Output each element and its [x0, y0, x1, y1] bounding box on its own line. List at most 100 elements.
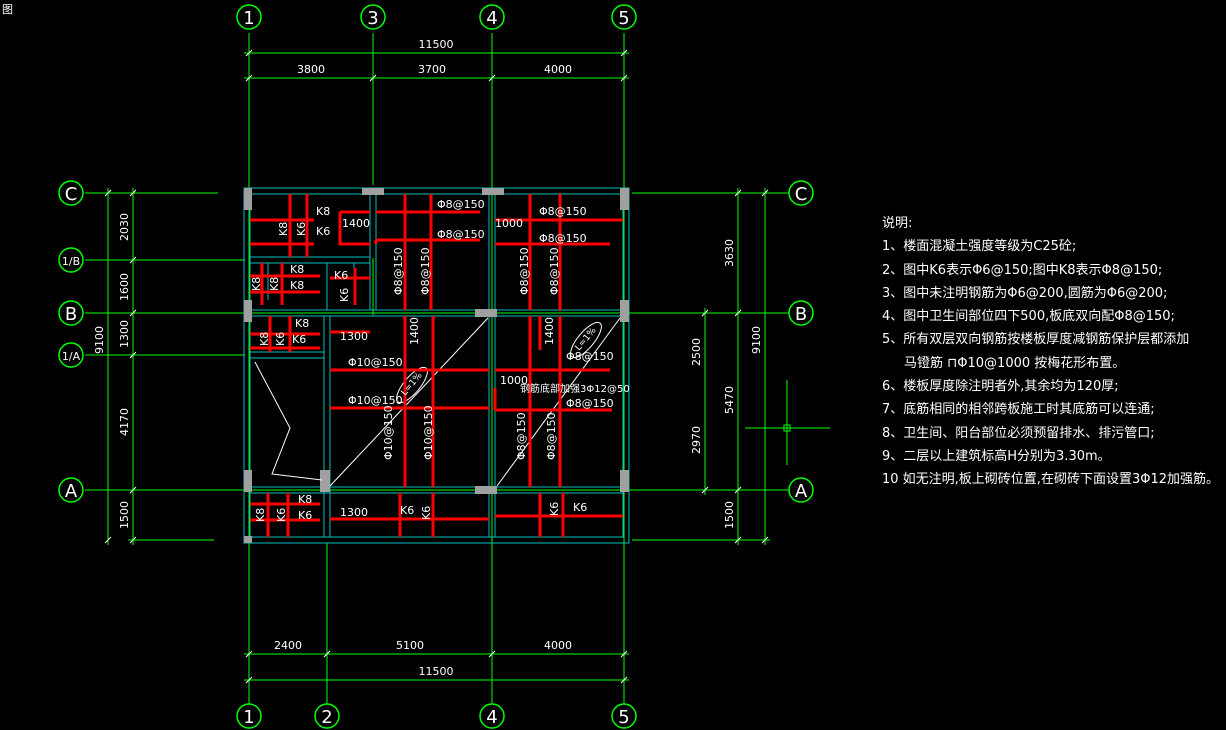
label-k8: K8 — [298, 493, 312, 506]
dim-left-span-5: 1500 — [118, 501, 131, 529]
axis-left-b: B — [65, 304, 77, 325]
label-phi8: Φ8@150 — [539, 232, 587, 245]
label-phi8: Φ8@150 — [437, 198, 485, 211]
dim-bottom-span-2: 5100 — [396, 639, 424, 652]
label-1300: 1300 — [340, 330, 368, 343]
axis-left-1b: 1/B — [62, 255, 80, 268]
label-phi10: Φ10@150 — [348, 356, 403, 369]
note-item: 7、底筋相同的相邻跨板施工时其底筋可以连通; — [882, 402, 1155, 418]
dim-right-sub-2: 2970 — [690, 426, 703, 454]
dim-bottom-span-3: 4000 — [544, 639, 572, 652]
note-item: 2、图中K6表示Φ6@150;图中K8表示Φ8@150; — [882, 262, 1163, 278]
label-phi8: Φ8@150 — [566, 350, 614, 363]
label-k8: K8 — [268, 277, 281, 291]
label-phi10: Φ10@150 — [382, 405, 395, 460]
label-phi8: Φ8@150 — [566, 397, 614, 410]
label-phi8: Φ8@150 — [515, 412, 528, 460]
label-1400: 1400 — [543, 317, 556, 345]
axis-bottom-4: 4 — [486, 707, 497, 728]
label-k6: K6 — [548, 502, 561, 516]
label-1400: 1400 — [408, 317, 421, 345]
dim-left-span-2: 1600 — [118, 273, 131, 301]
label-phi8: Φ8@150 — [539, 205, 587, 218]
dim-right-total: 9100 — [750, 326, 763, 354]
label-k6: K6 — [292, 333, 306, 346]
label-1300: 1300 — [340, 506, 368, 519]
dim-right-inner-1: 3630 — [723, 239, 736, 267]
general-notes: 说明: 1、楼面混凝土强度等级为C25砼; 2、图中K6表示Φ6@150;图中K… — [882, 212, 1219, 492]
label-k6: K6 — [420, 506, 433, 520]
label-phi10: Φ10@150 — [422, 405, 435, 460]
axis-left-a: A — [65, 481, 78, 502]
axis-left-c: C — [65, 184, 78, 205]
axis-top-5: 5 — [618, 8, 629, 29]
label-phi8: Φ8@150 — [518, 247, 531, 295]
note-item: 3、图中未注明钢筋为Φ6@200,圆筋为Φ6@200; — [882, 285, 1168, 301]
axis-top-3: 3 — [367, 8, 378, 29]
dim-top-span-2: 3700 — [418, 63, 446, 76]
dim-bottom-span-1: 2400 — [274, 639, 302, 652]
columns — [244, 188, 629, 543]
label-slope: L=1% — [574, 326, 599, 353]
label-k6: K6 — [573, 501, 587, 514]
dim-right-inner-2: 5470 — [723, 386, 736, 414]
axis-top-4: 4 — [486, 8, 497, 29]
label-k8: K8 — [250, 277, 263, 291]
dim-top-span-1: 3800 — [297, 63, 325, 76]
note-item: 8、卫生间、阳台部位必须预留排水、排污管口; — [882, 425, 1155, 441]
rebar-lines — [250, 194, 623, 537]
note-item: 5、所有双层双向钢筋按楼板厚度减钢筋保护层都添加 — [882, 332, 1190, 348]
label-k8: K8 — [258, 332, 271, 346]
axis-bottom-5: 5 — [618, 707, 629, 728]
label-phi8: Φ8@150 — [545, 412, 558, 460]
axis-bubbles — [58, 4, 814, 729]
label-k8: K8 — [295, 317, 309, 330]
dim-left-span-3: 1300 — [118, 320, 131, 348]
label-k8: K8 — [277, 222, 290, 236]
note-item: 马镫筋 ⊓Φ10@1000 按梅花形布置。 — [904, 355, 1126, 371]
axis-right-a: A — [795, 481, 808, 502]
dim-bottom-total: 11500 — [419, 665, 454, 678]
label-k6: K6 — [400, 504, 414, 517]
dim-right-sub-1: 2500 — [690, 338, 703, 366]
dim-right-inner-3: 1500 — [723, 501, 736, 529]
label-1000: 1000 — [495, 217, 523, 230]
dim-left-total: 9100 — [93, 326, 106, 354]
note-item: 1、楼面混凝土强度等级为C25砼; — [882, 239, 1077, 255]
label-extra-rebar: 钢筋底部加强3Φ12@50 — [520, 382, 630, 395]
label-phi8: Φ8@150 — [419, 247, 432, 295]
label-phi8: Φ8@150 — [437, 228, 485, 241]
label-k6: K6 — [295, 222, 308, 236]
label-phi8: Φ8@150 — [548, 247, 561, 295]
label-k6: K6 — [316, 225, 330, 238]
label-phi8: Φ8@150 — [392, 247, 405, 295]
dim-top-total: 11500 — [419, 38, 454, 51]
label-k6: K6 — [334, 269, 348, 282]
axis-left-1a: 1/A — [62, 350, 81, 363]
label-1400: 1400 — [342, 217, 370, 230]
label-k8: K8 — [290, 263, 304, 276]
dim-left-span-4: 4170 — [118, 408, 131, 436]
label-k6: K6 — [275, 508, 288, 522]
label-1000: 1000 — [500, 374, 528, 387]
note-item: 10 如无注明,板上砌砖位置,在砌砖下面设置3Φ12加强筋。 — [882, 472, 1219, 488]
notes-title: 说明: — [882, 216, 913, 231]
axis-right-b: B — [795, 304, 807, 325]
label-k8: K8 — [290, 279, 304, 292]
axis-right-c: C — [795, 184, 808, 205]
axis-bottom-1: 1 — [243, 707, 254, 728]
label-k6: K6 — [298, 509, 312, 522]
note-item: 6、楼板厚度除注明者外,其余均为120厚; — [882, 379, 1119, 395]
dim-top-span-3: 4000 — [544, 63, 572, 76]
axis-top-1: 1 — [243, 8, 254, 29]
note-item: 4、图中卫生间部位四下500,板底双向配Φ8@150; — [882, 309, 1175, 325]
corner-label: 图 — [2, 3, 13, 16]
grid-lines — [85, 33, 830, 705]
label-k8: K8 — [316, 205, 330, 218]
label-k6: K6 — [338, 288, 351, 302]
note-item: 9、二层以上建筑标高H分别为3.30m。 — [882, 448, 1111, 464]
axis-bottom-2: 2 — [321, 707, 332, 728]
label-phi10: Φ10@150 — [348, 394, 403, 407]
dimension-ticks — [104, 49, 769, 684]
